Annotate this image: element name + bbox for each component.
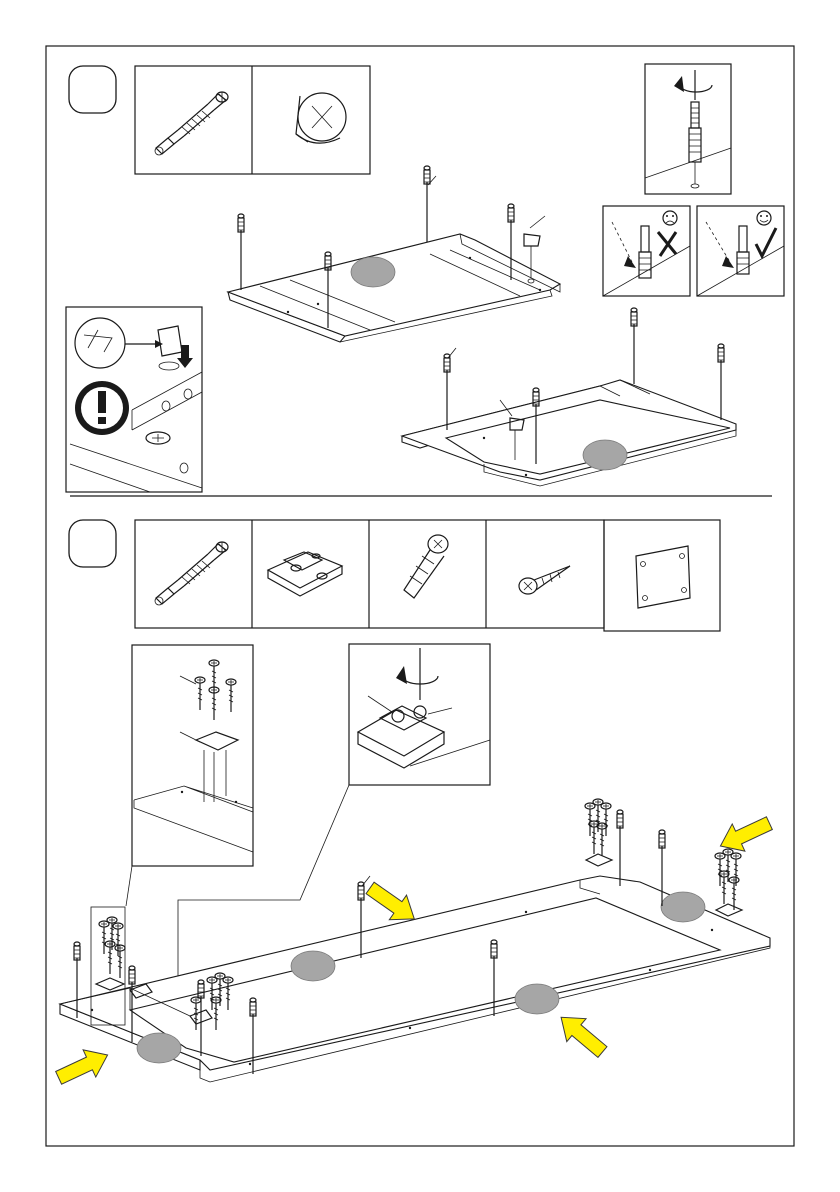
hinge-plate-icon bbox=[268, 552, 342, 596]
frame-assembly-3 bbox=[60, 799, 770, 1082]
step-2-badge bbox=[69, 520, 116, 567]
leader-line bbox=[126, 866, 132, 906]
yellow-arrow-icon bbox=[551, 1006, 612, 1064]
grey-marker bbox=[661, 892, 705, 922]
hinge-detail-box bbox=[349, 644, 490, 785]
frame-assembly-1 bbox=[228, 166, 560, 342]
yellow-arrow-icon bbox=[52, 1041, 114, 1091]
wrong-box bbox=[603, 206, 690, 296]
step-1-badge bbox=[69, 66, 116, 113]
rotate-detail-box bbox=[645, 64, 731, 194]
step-2-parts-box bbox=[135, 520, 720, 631]
warning-box bbox=[66, 307, 202, 492]
exclamation-icon bbox=[75, 381, 129, 435]
grey-marker bbox=[137, 1033, 181, 1063]
cam-bolt-icon bbox=[155, 542, 228, 605]
grey-marker bbox=[351, 257, 395, 287]
wood-screw-icon bbox=[519, 566, 570, 594]
grey-marker bbox=[515, 984, 559, 1014]
corner-plate-icon bbox=[636, 546, 690, 608]
down-arrow-icon bbox=[177, 345, 193, 368]
screw-detail-box bbox=[132, 645, 253, 866]
frame-assembly-2 bbox=[402, 308, 736, 486]
rotate-arrow-icon bbox=[674, 76, 684, 92]
right-box bbox=[697, 206, 784, 296]
cam-lock-icon bbox=[296, 93, 346, 143]
plastic-dowel-icon bbox=[404, 535, 448, 598]
sad-face-icon bbox=[663, 211, 677, 225]
cross-icon bbox=[658, 232, 676, 256]
check-icon bbox=[756, 228, 776, 256]
step-1-parts-box bbox=[135, 66, 370, 174]
grey-marker bbox=[291, 951, 335, 981]
grey-marker bbox=[583, 440, 627, 470]
smiley-face-icon bbox=[757, 211, 771, 225]
cam-bolt-icon bbox=[155, 92, 228, 155]
rotate-arrow-icon bbox=[396, 666, 407, 684]
